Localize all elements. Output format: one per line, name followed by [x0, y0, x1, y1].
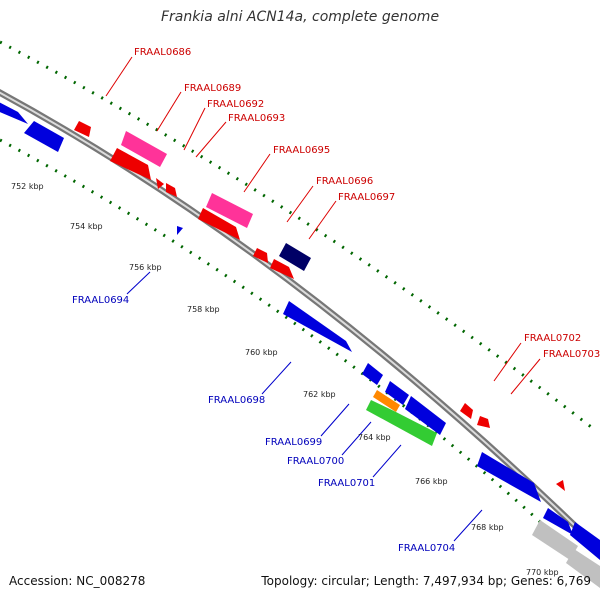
gene-reverse [362, 363, 383, 385]
leader-line [493, 342, 522, 382]
kbp-label-766: 766 kbp [415, 477, 448, 486]
gene-label-fraal0695[interactable]: FRAAL0695 [273, 145, 330, 156]
kbp-label-760: 760 kbp [245, 348, 278, 357]
gene-label-fraal0689[interactable]: FRAAL0689 [184, 83, 241, 94]
gene-reverse [0, 102, 28, 124]
gene-label-fraal0700[interactable]: FRAAL0700 [287, 456, 344, 467]
gene-label-fraal0693[interactable]: FRAAL0693 [228, 113, 285, 124]
leader-lines [105, 56, 541, 542]
leader-line [308, 200, 337, 240]
gene-reverse [24, 121, 64, 152]
gene-reverse [570, 522, 600, 560]
gene-forward [177, 226, 183, 235]
gene-trna [206, 193, 253, 228]
genome-backbone-highlight [0, 91, 600, 552]
gene-label-fraal0698[interactable]: FRAAL0698 [208, 395, 265, 406]
leader-line [195, 121, 227, 158]
gene-reverse [543, 508, 573, 535]
inner-tick-ring [0, 138, 562, 542]
gene-label-fraal0702[interactable]: FRAAL0702 [524, 333, 581, 344]
kbp-label-764: 764 kbp [358, 433, 391, 442]
kbp-label-752: 752 kbp [11, 182, 44, 191]
gene-misc [373, 390, 400, 412]
map-title: Frankia alni ACN14a, complete genome [160, 9, 440, 25]
leader-line [510, 358, 541, 395]
kbp-label-762: 762 kbp [303, 390, 336, 399]
gene-label-fraal0703[interactable]: FRAAL0703 [543, 349, 600, 360]
leader-line [341, 421, 372, 456]
gene-forward [74, 121, 91, 137]
leader-line [156, 91, 182, 132]
leader-line [453, 509, 483, 542]
gene-forward [460, 403, 473, 419]
gene-label-fraal0699[interactable]: FRAAL0699 [265, 437, 322, 448]
leader-line [183, 107, 206, 151]
gene-forward [198, 208, 240, 240]
gene-forward [110, 148, 151, 180]
gene-label-fraal0692[interactable]: FRAAL0692 [207, 99, 264, 110]
gene-rrna [366, 400, 437, 446]
kbp-label-768: 768 kbp [471, 523, 504, 532]
gene-reverse [385, 381, 409, 405]
gene-forward [556, 480, 565, 491]
gene-reverse [283, 301, 352, 352]
gene-label-fraal0694[interactable]: FRAAL0694 [72, 295, 129, 306]
kbp-label-758: 758 kbp [187, 305, 220, 314]
gene-dark [279, 243, 311, 271]
kbp-label-770: 770 kbp [526, 568, 559, 577]
gene-pseudo [532, 520, 578, 560]
gene-forward [270, 259, 294, 279]
gene-pseudo [566, 549, 600, 588]
gene-forward [477, 416, 490, 428]
kbp-label-756: 756 kbp [129, 263, 162, 272]
gene-label-fraal0704[interactable]: FRAAL0704 [398, 543, 455, 554]
gene-forward [166, 183, 177, 197]
gene-label-fraal0701[interactable]: FRAAL0701 [318, 478, 375, 489]
kbp-label-754: 754 kbp [70, 222, 103, 231]
leader-line [126, 271, 151, 295]
leader-line [261, 361, 292, 395]
gene-label-fraal0697[interactable]: FRAAL0697 [338, 192, 395, 203]
leader-line [105, 56, 133, 97]
genome-summary-text: Topology: circular; Length: 7,497,934 bp… [261, 574, 591, 588]
leader-line [320, 403, 350, 437]
gene-forward [156, 178, 164, 189]
gene-trna [121, 131, 167, 167]
outer-tick-ring [0, 40, 596, 432]
leader-line [243, 153, 271, 193]
accession-text: Accession: NC_008278 [9, 574, 146, 588]
leader-line [372, 444, 402, 478]
gene-forward [253, 248, 268, 263]
gene-label-fraal0686[interactable]: FRAAL0686 [134, 47, 191, 58]
tick-rings [0, 40, 596, 542]
leader-line [286, 185, 314, 223]
gene-reverse [477, 452, 541, 502]
gene-label-fraal0696[interactable]: FRAAL0696 [316, 176, 373, 187]
gene-reverse [405, 396, 446, 435]
